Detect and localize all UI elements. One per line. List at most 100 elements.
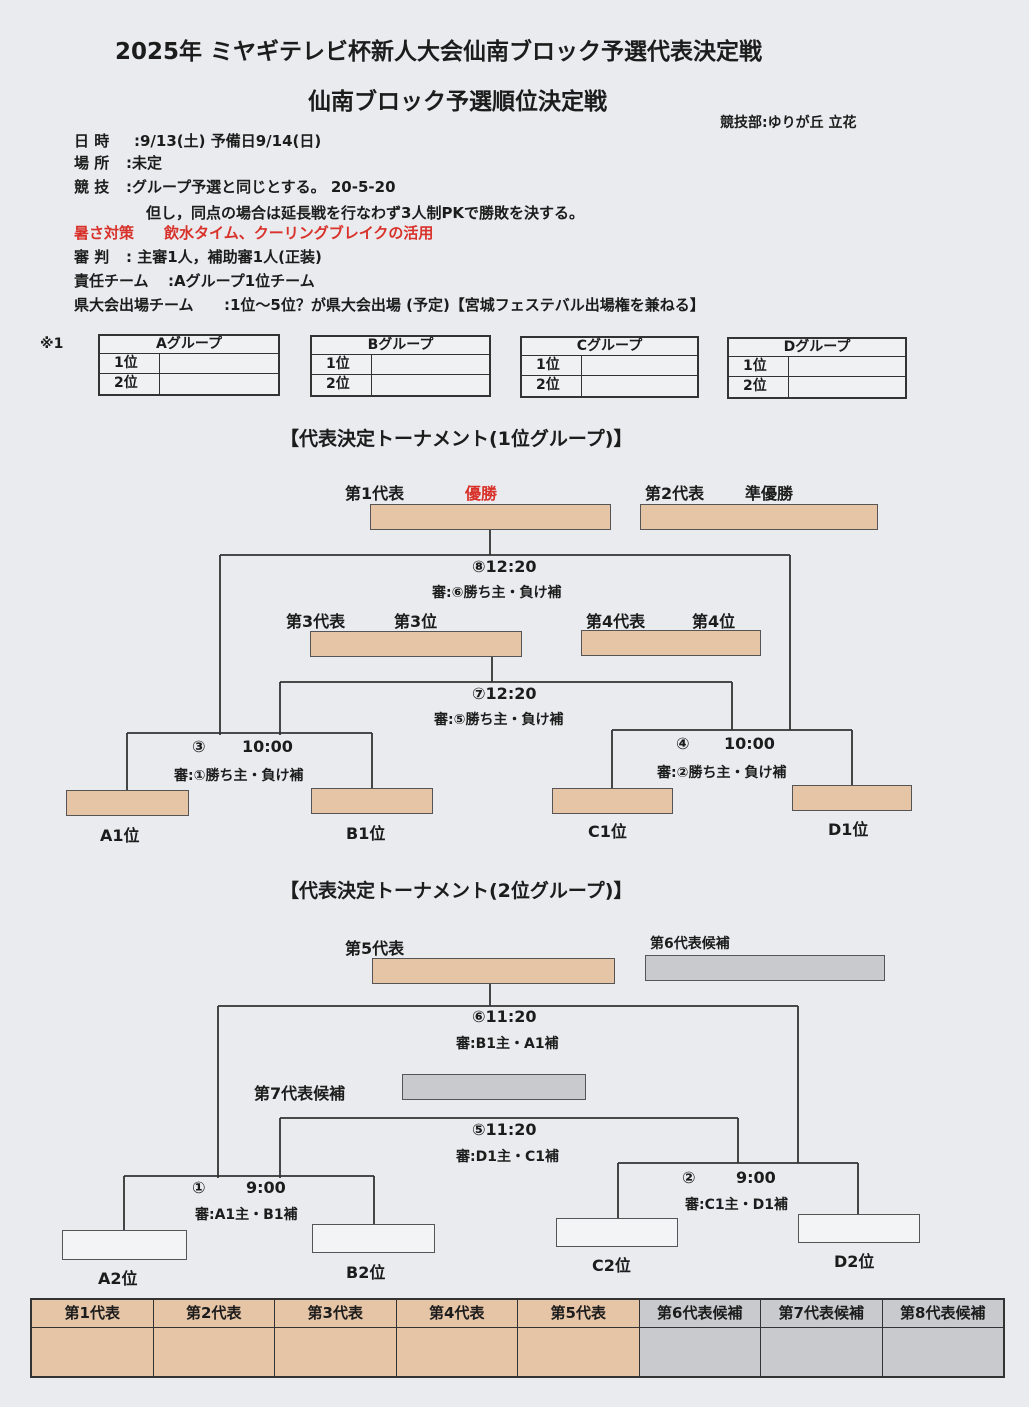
t2-seventh-candidate-slot[interactable] [402, 1074, 586, 1100]
t1-a1-label: A1位 [100, 826, 140, 845]
t2-match6-ref: 審:B1主・A1補 [456, 1036, 559, 1052]
result-header-8: 第8代表候補 [882, 1300, 1003, 1328]
ref-label: 審 判 [74, 248, 110, 266]
group-a-rank2: 2位 [100, 374, 160, 394]
t1-b1-slot[interactable] [311, 788, 433, 814]
result-cell-6[interactable] [640, 1328, 761, 1376]
group-a-name: Aグループ [100, 336, 278, 354]
t2-b2-label: B2位 [346, 1263, 386, 1282]
result-cell-5[interactable] [518, 1328, 639, 1376]
result-header-6: 第6代表候補 [639, 1300, 760, 1328]
staff-credit: 競技部:ゆりが丘 立花 [720, 115, 857, 131]
t2-c2-label: C2位 [592, 1256, 631, 1275]
t2-match6-time: ⑥11:20 [472, 1007, 537, 1026]
group-d-name: Dグループ [729, 339, 905, 357]
result-header-3: 第3代表 [275, 1300, 396, 1328]
t1-rep1-label: 第1代表 [345, 484, 405, 503]
t1-c1-slot[interactable] [552, 788, 673, 814]
t2-rep5-label: 第5代表 [345, 939, 405, 958]
t1-champion-label: 優勝 [465, 484, 498, 503]
t1-runner-up-slot[interactable] [640, 504, 878, 530]
t1-champion-slot[interactable] [370, 504, 611, 530]
t2-c2-slot[interactable] [556, 1218, 678, 1247]
group-a-box: Aグループ 1位 2位 [98, 334, 280, 396]
t2-match1-time: 9:00 [246, 1178, 286, 1197]
t2-d2-label: D2位 [834, 1252, 875, 1271]
t1-d1-label: D1位 [828, 820, 869, 839]
t2-match1-ref: 審:A1主・B1補 [195, 1207, 298, 1223]
group-c-name: Cグループ [522, 338, 697, 356]
result-header-1: 第1代表 [32, 1300, 153, 1328]
t1-match7-time: ⑦12:20 [472, 684, 537, 703]
t2-b2-slot[interactable] [312, 1224, 435, 1253]
team-value: :Aグループ1位チーム [168, 272, 315, 290]
result-col-4: 第4代表 [396, 1300, 518, 1376]
rule-note: 但し，同点の場合は延長戦を行なわず3人制PKで勝敗を決する。 [146, 204, 585, 222]
group-d-rank1: 1位 [729, 357, 789, 376]
t1-match3-time: 10:00 [242, 737, 293, 756]
t1-third-slot[interactable] [310, 631, 522, 657]
t2-match5-time: ⑤11:20 [472, 1120, 537, 1139]
result-col-5: 第5代表 [518, 1300, 640, 1376]
t1-rep3-label: 第3代表 [286, 612, 346, 631]
result-header-4: 第4代表 [396, 1300, 517, 1328]
ref-value: : 主審1人，補助審1人(正装) [126, 248, 322, 266]
pref-value: :1位～5位？が県大会出場 (予定)【宮城フェステバル出場権を兼ねる】 [224, 296, 705, 314]
group-b-rank2: 2位 [312, 375, 372, 395]
t1-match3-number: ③ [192, 737, 206, 756]
group-b-name: Bグループ [312, 337, 489, 355]
t1-match4-ref: 審:②勝ち主・負け補 [657, 765, 787, 781]
result-cell-8[interactable] [883, 1328, 1004, 1376]
t1-title: 【代表決定トーナメント(1位グループ)】 [280, 428, 633, 450]
t2-match2-ref: 審:C1主・D1補 [685, 1197, 788, 1213]
t1-runner-up-label: 準優勝 [745, 484, 794, 503]
result-col-7: 第7代表候補 [761, 1300, 883, 1376]
group-d-box: Dグループ 1位 2位 [727, 337, 907, 399]
result-header-5: 第5代表 [518, 1300, 639, 1328]
group-c-rank1: 1位 [522, 356, 582, 375]
rule-label: 競 技 [74, 178, 110, 196]
group-c-box: Cグループ 1位 2位 [520, 336, 699, 398]
t1-fourth-slot[interactable] [581, 630, 761, 656]
team-label: 責任チーム [74, 272, 149, 290]
t2-fifth-slot[interactable] [372, 958, 615, 984]
document-title: 2025年 ミヤギテレビ杯新人大会仙南ブロック予選代表決定戦 [115, 39, 763, 65]
note-mark: ※1 [40, 336, 64, 352]
t2-sixth-candidate-slot[interactable] [645, 955, 885, 981]
t2-match5-ref: 審:D1主・C1補 [456, 1149, 559, 1165]
group-d-rank2: 2位 [729, 377, 789, 397]
result-cell-7[interactable] [761, 1328, 882, 1376]
result-col-6: 第6代表候補 [639, 1300, 761, 1376]
pref-label: 県大会出場チーム [74, 296, 194, 314]
result-cell-3[interactable] [275, 1328, 396, 1376]
t2-a2-label: A2位 [98, 1269, 138, 1288]
t1-a1-slot[interactable] [66, 790, 189, 816]
t2-match1-number: ① [192, 1178, 206, 1197]
t2-a2-slot[interactable] [62, 1230, 187, 1260]
t1-rep4-label: 第4代表 [586, 612, 646, 631]
t1-rep2-label: 第2代表 [645, 484, 705, 503]
result-cell-2[interactable] [154, 1328, 275, 1376]
result-col-2: 第2代表 [153, 1300, 275, 1376]
t2-d2-slot[interactable] [798, 1214, 920, 1243]
t1-d1-slot[interactable] [792, 785, 912, 811]
result-col-1: 第1代表 [32, 1300, 154, 1376]
t1-c1-label: C1位 [588, 822, 627, 841]
document-subtitle: 仙南ブロック予選順位決定戦 [308, 89, 607, 115]
date-label: 日 時 [74, 132, 110, 150]
t1-match4-time: 10:00 [724, 734, 775, 753]
result-cell-4[interactable] [397, 1328, 518, 1376]
t1-match3-ref: 審:①勝ち主・負け補 [174, 768, 304, 784]
t1-b1-label: B1位 [346, 824, 386, 843]
place-value: :未定 [126, 154, 162, 172]
rule-value: :グループ予選と同じとする。 20-5-20 [126, 178, 396, 196]
heat-value: 飲水タイム、クーリングブレイクの活用 [164, 224, 434, 242]
t1-fourth-label: 第4位 [692, 612, 736, 631]
t1-match7-ref: 審:⑤勝ち主・負け補 [434, 712, 564, 728]
t1-match8-ref: 審:⑥勝ち主・負け補 [432, 585, 562, 601]
result-header-7: 第7代表候補 [761, 1300, 882, 1328]
group-a-rank1: 1位 [100, 354, 160, 373]
group-b-box: Bグループ 1位 2位 [310, 335, 491, 397]
result-cell-1[interactable] [32, 1328, 153, 1376]
